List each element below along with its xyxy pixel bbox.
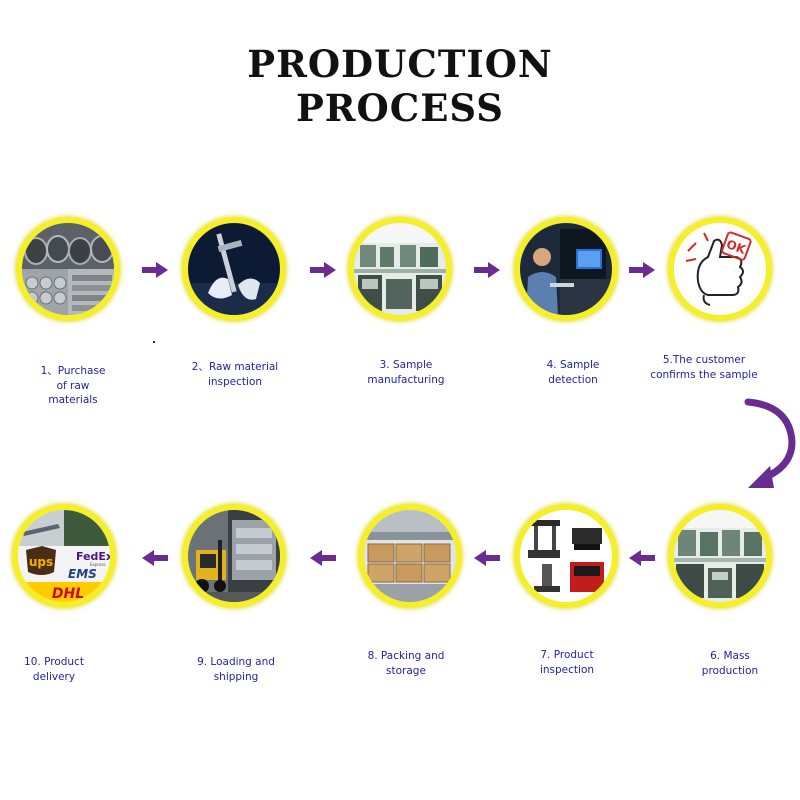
workshop-machines-photo-icon (354, 223, 446, 315)
dhl-logo-text: DHL (52, 586, 84, 602)
step-2-label: 2、Raw material inspection (191, 361, 279, 388)
thumbs-up-ok-icon: OK (674, 223, 766, 315)
arrow-right-icon (629, 262, 655, 278)
ok-badge-text: OK (724, 237, 748, 257)
arrow-right-icon (474, 262, 500, 278)
technician-computer-photo-icon (520, 223, 612, 315)
inspection-equipment-photo-icon (520, 510, 612, 602)
production-line-photo-icon (674, 510, 766, 602)
arrow-left-icon (629, 550, 655, 566)
title-line-2: PROCESS (295, 86, 505, 130)
step-5-image: OK (668, 217, 772, 321)
ups-logo-text: ups (29, 555, 53, 569)
arrow-right-icon (310, 262, 336, 278)
title-line-1: PRODUCTION (247, 42, 553, 86)
step-8-label: 8. Packing and storage (367, 650, 445, 677)
fedex-logo-text: FedEx (76, 550, 110, 563)
arrow-left-icon (474, 550, 500, 566)
step-1-image (16, 217, 120, 321)
courier-logos-photo-icon: ups FedEx Express EMS DHL (18, 510, 110, 602)
forklift-truck-photo-icon (188, 510, 280, 602)
arrow-right-icon (142, 262, 168, 278)
step-3-image (348, 217, 452, 321)
step-5-label: 5.The customer confirms the sample (650, 354, 758, 381)
step-7-label: 7. Product inspection (539, 649, 595, 676)
stray-dot (153, 341, 155, 343)
caliper-inspection-photo-icon (188, 223, 280, 315)
raw-materials-photo-icon (22, 223, 114, 315)
arrow-left-icon (310, 550, 336, 566)
step-3-label: 3. Sample manufacturing (367, 359, 445, 386)
step-10-image: ups FedEx Express EMS DHL (12, 504, 116, 608)
arrow-left-icon (142, 550, 168, 566)
step-6-image (668, 504, 772, 608)
step-7-image (514, 504, 618, 608)
step-6-label: 6. Mass production (701, 650, 759, 677)
step-9-label: 9. Loading and shipping (197, 656, 275, 683)
fedex-sub-text: Express (90, 562, 106, 567)
warehouse-boxes-photo-icon (364, 510, 456, 602)
ems-logo-text: EMS (68, 567, 97, 581)
diagram-title: PRODUCTION PROCESS (0, 42, 800, 130)
step-1-label: 1、Purchase of raw materials (40, 365, 106, 406)
step-8-image (358, 504, 462, 608)
step-4-label: 4. Sample detection (546, 359, 600, 386)
step-10-label: 10. Product delivery (24, 656, 84, 683)
step-4-image (514, 217, 618, 321)
step-9-image (182, 504, 286, 608)
step-2-image (182, 217, 286, 321)
curved-arrow-icon (740, 396, 800, 496)
